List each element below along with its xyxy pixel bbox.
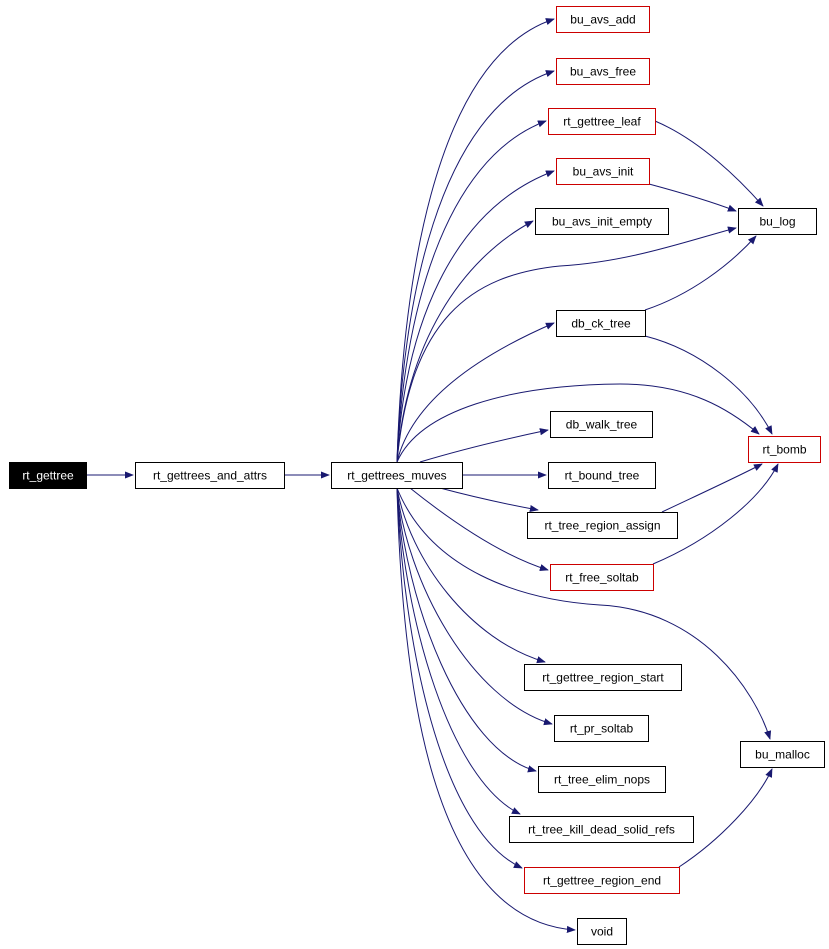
edge-rt-gettrees-muves-to-rt-gettree-leaf — [396, 120, 547, 463]
node-rt-tree-elim-nops[interactable]: rt_tree_elim_nops — [538, 766, 666, 793]
node-label: bu_malloc — [755, 748, 810, 762]
node-rt-gettree-region-start[interactable]: rt_gettree_region_start — [524, 664, 682, 691]
edge-rt-gettrees-muves-to-bu-avs-init — [396, 170, 555, 463]
node-box — [740, 741, 825, 768]
node-bu-avs-init-empty[interactable]: bu_avs_init_empty — [535, 208, 669, 235]
node-rt-bomb[interactable]: rt_bomb — [748, 436, 821, 463]
node-rt-gettree[interactable]: rt_gettree — [9, 462, 87, 489]
node-label: rt_gettree_region_end — [543, 874, 661, 888]
edge-rt-gettrees-muves-to-db-ck-tree — [396, 322, 555, 463]
edge-rt-gettrees-muves-to-void — [396, 487, 576, 934]
node-rt-free-soltab[interactable]: rt_free_soltab — [550, 564, 654, 591]
node-label: rt_gettree_leaf — [563, 115, 641, 129]
edge-rt-gettrees-muves-to-rt-tree-elim-nops — [396, 487, 537, 773]
node-box — [556, 158, 650, 185]
node-void[interactable]: void — [577, 918, 627, 945]
edge-rt-gettrees-muves-to-bu-avs-add — [396, 18, 555, 463]
node-label: rt_gettree — [22, 469, 74, 483]
node-box — [550, 411, 653, 438]
nodes-layer: rt_gettree rt_gettrees_and_attrs rt_gettre… — [9, 6, 825, 945]
edge-rt-gettrees-muves-to-rt-pr-soltab — [396, 487, 553, 726]
node-db-walk-tree[interactable]: db_walk_tree — [550, 411, 653, 438]
edge-rt-gettree-region-end-to-bu-malloc — [678, 768, 773, 868]
node-box — [548, 462, 656, 489]
node-bu-avs-free[interactable]: bu_avs_free — [556, 58, 650, 85]
node-label: bu_avs_add — [570, 13, 635, 27]
node-label: rt_tree_region_assign — [544, 519, 660, 533]
edge-db-ck-tree-to-rt-bomb — [644, 335, 773, 435]
node-rt-gettree-leaf[interactable]: rt_gettree_leaf — [548, 108, 656, 135]
node-box — [538, 766, 666, 793]
node-rt-pr-soltab[interactable]: rt_pr_soltab — [554, 715, 649, 742]
node-bu-malloc[interactable]: bu_malloc — [740, 741, 825, 768]
node-db-ck-tree[interactable]: db_ck_tree — [556, 310, 646, 337]
edge-rt-gettrees-muves-to-rt-gettree-region-start — [396, 487, 546, 664]
node-box — [135, 462, 285, 489]
edge-rt-tree-region-assign-to-rt-bomb — [661, 463, 763, 513]
node-box — [9, 462, 87, 489]
node-label: rt_gettree_region_start — [542, 671, 664, 685]
node-box — [556, 58, 650, 85]
node-bu-avs-init[interactable]: bu_avs_init — [556, 158, 650, 185]
node-label: rt_gettrees_muves — [347, 469, 446, 483]
node-box — [509, 816, 694, 843]
node-label: rt_gettrees_and_attrs — [153, 469, 267, 483]
node-box — [535, 208, 669, 235]
node-box — [577, 918, 627, 945]
node-label: db_walk_tree — [566, 418, 638, 432]
edge-rt-gettrees-muves-to-rt-free-soltab — [409, 487, 549, 572]
node-box — [556, 6, 650, 33]
node-box — [331, 462, 463, 489]
node-label: bu_avs_init — [573, 165, 634, 179]
node-label: db_ck_tree — [571, 317, 631, 331]
node-label: bu_avs_init_empty — [552, 215, 652, 229]
edge-rt-gettrees-muves-to-rt-tree-kill-dead-solid-refs — [396, 487, 521, 815]
edge-rt-gettrees-muves-to-bu-malloc — [396, 487, 772, 740]
node-rt-bound-tree[interactable]: rt_bound_tree — [548, 462, 656, 489]
node-label: bu_log — [759, 215, 795, 229]
node-box — [556, 310, 646, 337]
node-rt-tree-region-assign[interactable]: rt_tree_region_assign — [527, 512, 678, 539]
node-label: rt_bound_tree — [565, 469, 640, 483]
node-box — [524, 867, 680, 894]
edges-layer — [86, 18, 779, 934]
node-label: rt_tree_elim_nops — [554, 773, 650, 787]
edge-rt-gettree-leaf-to-bu-log — [654, 120, 764, 207]
node-bu-avs-add[interactable]: bu_avs_add — [556, 6, 650, 33]
node-label: bu_avs_free — [570, 65, 636, 79]
edge-db-ck-tree-to-bu-log — [644, 235, 757, 311]
node-label: rt_free_soltab — [565, 571, 639, 585]
node-box — [548, 108, 656, 135]
edge-rt-gettrees-muves-to-rt-gettree-region-end — [396, 487, 523, 869]
node-rt-gettrees-muves[interactable]: rt_gettrees_muves — [331, 462, 463, 489]
node-box — [550, 564, 654, 591]
edge-rt-gettrees-muves-to-rt-tree-region-assign — [439, 487, 539, 513]
node-rt-tree-kill-dead-solid-refs[interactable]: rt_tree_kill_dead_solid_refs — [509, 816, 694, 843]
edge-rt-gettrees-muves-to-db-walk-tree — [419, 428, 549, 463]
node-box — [748, 436, 821, 463]
node-box — [527, 512, 678, 539]
node-label: void — [591, 925, 613, 939]
node-label: rt_tree_kill_dead_solid_refs — [528, 823, 675, 837]
node-rt-gettrees-and-attrs[interactable]: rt_gettrees_and_attrs — [135, 462, 285, 489]
node-box — [554, 715, 649, 742]
edge-rt-gettrees-muves-to-rt-bomb — [396, 383, 760, 463]
node-box — [738, 208, 817, 235]
node-label: rt_bomb — [762, 443, 806, 457]
edge-bu-avs-init-to-bu-log — [648, 183, 737, 212]
node-bu-log[interactable]: bu_log — [738, 208, 817, 235]
node-rt-gettree-region-end[interactable]: rt_gettree_region_end — [524, 867, 680, 894]
edge-rt-free-soltab-to-rt-bomb — [652, 463, 779, 565]
edge-rt-gettrees-muves-to-bu-log — [396, 226, 737, 463]
edge-rt-gettrees-muves-to-bu-avs-free — [396, 70, 555, 463]
node-label: rt_pr_soltab — [570, 722, 634, 736]
node-box — [524, 664, 682, 691]
